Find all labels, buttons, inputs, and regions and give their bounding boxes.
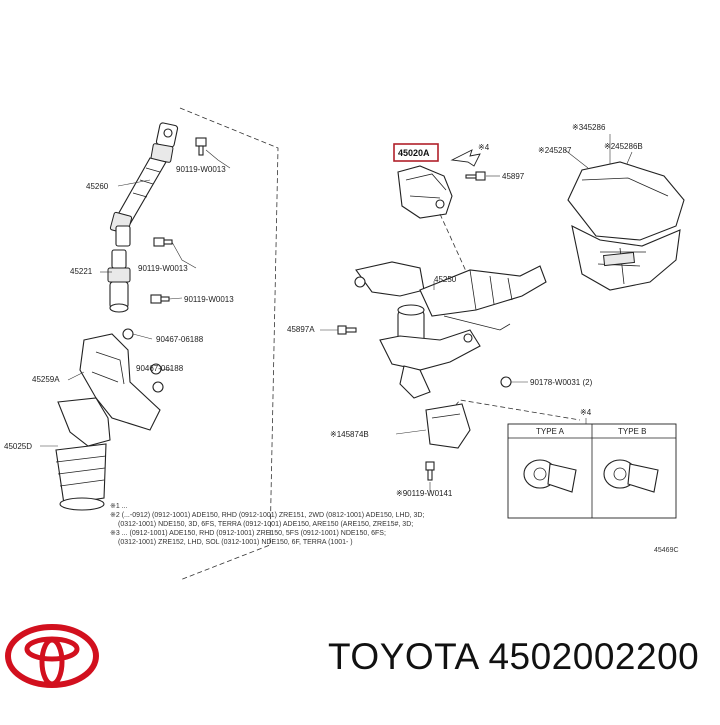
label-90467-b: 90467-06188 — [136, 364, 184, 373]
label-90119-d: ※90119-W0141 — [396, 489, 453, 498]
label-345286: ※345286 — [572, 123, 606, 132]
label-45259a: 45259A — [32, 375, 60, 384]
type-a-lock-icon — [523, 459, 577, 493]
label-45221: 45221 — [70, 267, 93, 276]
note-line-1: ※1 ... — [110, 503, 128, 510]
label-45020a: 45020A — [398, 148, 430, 158]
lower-cover-part — [425, 403, 471, 449]
assembly-boundary — [179, 107, 279, 581]
column-cover — [567, 161, 685, 291]
label-45897: 45897 — [502, 172, 525, 181]
bolt-icon — [153, 237, 173, 247]
steering-boot — [55, 397, 111, 511]
label-45897a: 45897A — [287, 325, 315, 334]
note-line-4: ※3 ... (0912-1001) ADE150, RHD (0912-100… — [110, 530, 386, 537]
screw-icon — [465, 171, 486, 181]
label-star4-type: ※4 — [580, 408, 592, 417]
label-45260: 45260 — [86, 182, 109, 191]
steering-lock-housing — [397, 165, 453, 219]
sliding-yoke — [107, 249, 131, 313]
footnotes: ※1 ... ※2 (...-0912) (0912-1001) ADE150,… — [110, 503, 424, 546]
label-90119-b: 90119-W0013 — [138, 264, 188, 273]
label-245286b: ※245286B — [604, 142, 643, 151]
label-90119-c: 90119-W0013 — [184, 295, 234, 304]
note-line-3: (0312-1001) NDE150, 3D, 6FS, TERRA (0912… — [118, 521, 413, 528]
nut-icon — [500, 376, 512, 388]
bolt-icon — [337, 325, 357, 335]
bolt-icon — [150, 294, 170, 304]
label-245287: ※245287 — [538, 146, 572, 155]
label-45025d: 45025D — [4, 442, 32, 451]
clip-icon — [122, 328, 134, 340]
steering-column-assembly — [354, 261, 547, 399]
guide-line — [439, 213, 471, 281]
toyota-logo — [5, 624, 99, 688]
note-line-5: (0312-1001) ZRE152, LHD, SOL (0312-1001)… — [118, 539, 353, 546]
brand-name: TOYOTA — [328, 636, 478, 677]
direction-arrow-icon — [450, 149, 481, 167]
screw-icon — [425, 461, 435, 481]
label-90178: 90178-W0031 (2) — [530, 378, 593, 387]
type-b-lock-icon — [603, 459, 659, 493]
intermediate-shaft — [109, 122, 179, 247]
label-type-a: TYPE A — [536, 427, 565, 436]
label-45250: 45250 — [434, 275, 457, 284]
label-145874b: ※145874B — [330, 430, 369, 439]
clip-icon — [150, 363, 164, 393]
label-type-b: TYPE B — [618, 427, 646, 436]
label-star4: ※4 — [478, 143, 490, 152]
diagram-code: 45469C — [654, 547, 679, 554]
brand-line: TOYOTA 4502002200 — [328, 636, 699, 678]
note-line-2: ※2 (...-0912) (0912-1001) ADE150, RHD (0… — [110, 512, 424, 519]
bolt-icon — [195, 137, 207, 156]
part-number: 4502002200 — [488, 636, 700, 677]
label-90467-a: 90467-06188 — [156, 335, 204, 344]
steering-cover — [79, 333, 161, 431]
highlight-box-45020a — [393, 143, 439, 162]
label-90119-a: 90119-W0013 — [176, 165, 226, 174]
